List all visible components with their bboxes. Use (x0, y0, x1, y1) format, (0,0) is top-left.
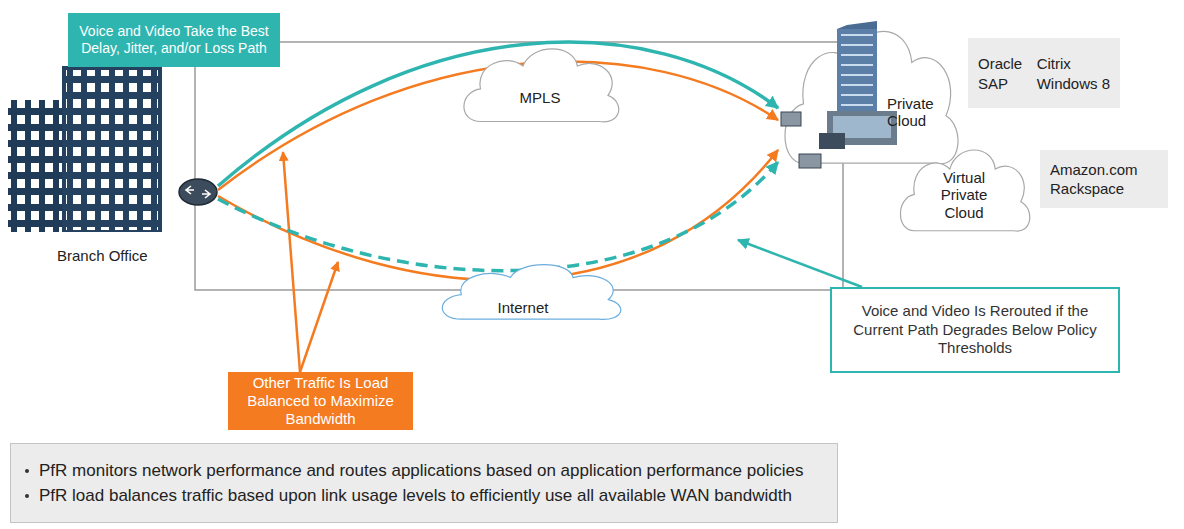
node-label: Oracle (978, 55, 1027, 72)
callout-box: Other Traffic Is Load Balanced to Maximi… (228, 372, 413, 430)
datacenter-illustration (775, 15, 965, 175)
app-list-box: Oracle CitrixSAP Windows 8 (968, 38, 1120, 108)
callout-box: Voice and Video Is Rerouted if the Curre… (830, 287, 1120, 373)
bullet-text: PfR monitors network performance and rou… (39, 460, 803, 481)
node-label: Amazon.com (1050, 160, 1158, 180)
app-list-box: Amazon.comRackspace (1040, 150, 1168, 208)
router-icon (179, 179, 217, 205)
branch-building (8, 66, 162, 232)
traffic-path (218, 42, 778, 186)
callout-leader (300, 262, 338, 372)
bullet-row: PfR monitors network performance and rou… (25, 460, 825, 481)
bullet-row: PfR load balances traffic based upon lin… (25, 485, 825, 506)
site-node: Branch Office (5, 60, 218, 270)
node-label: Private Cloud (887, 95, 947, 130)
callout-box: Voice and Video Take the Best Delay, Jit… (68, 13, 280, 67)
network-cloud: MPLS (455, 40, 625, 128)
node-label: MPLS (520, 89, 561, 106)
traffic-path (218, 162, 778, 271)
node-label: Citrix (1037, 55, 1110, 72)
node-label: Voice and Video Take the Best Delay, Jit… (76, 23, 272, 57)
node-label: Windows 8 (1037, 75, 1110, 92)
network-cloud: Internet (432, 258, 628, 324)
node-label: Rackspace (1050, 179, 1158, 199)
cloud-shape (455, 40, 625, 128)
node-label: SAP (978, 75, 1027, 92)
callout-leader (283, 152, 300, 372)
callout-leader (738, 240, 862, 287)
note-box: PfR monitors network performance and rou… (10, 443, 838, 523)
cloud-node: Virtual Private Cloud (893, 140, 1035, 238)
cloud-node: Private Cloud (775, 15, 965, 175)
node-label: Other Traffic Is Load Balanced to Maximi… (236, 374, 405, 428)
wan-frame (195, 42, 843, 290)
bullet-text: PfR load balances traffic based upon lin… (39, 485, 792, 506)
node-label: Internet (498, 299, 549, 316)
bullet-dot (25, 494, 29, 498)
bullet-dot (25, 469, 29, 473)
node-label: Voice and Video Is Rerouted if the Curre… (844, 302, 1106, 358)
node-label: Virtual Private Cloud (929, 169, 999, 221)
node-label: Branch Office (57, 247, 218, 264)
traffic-path (218, 150, 778, 280)
